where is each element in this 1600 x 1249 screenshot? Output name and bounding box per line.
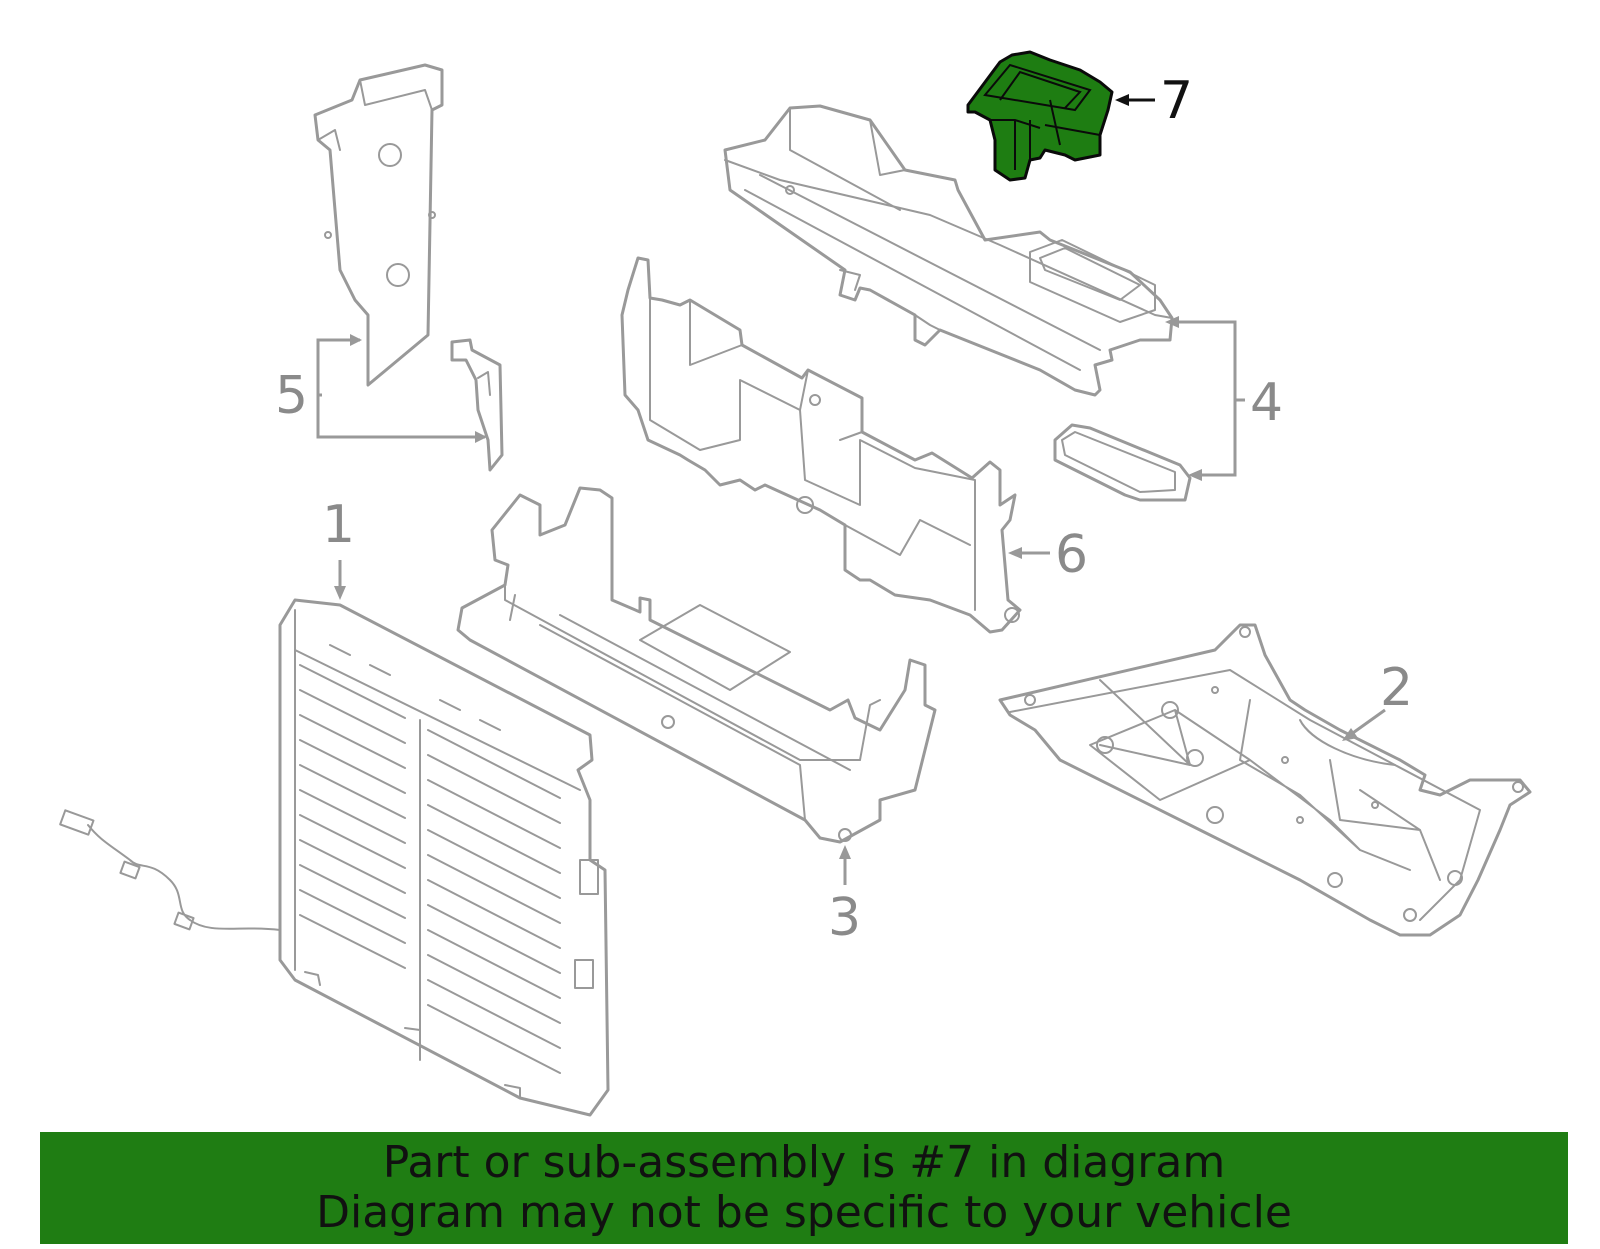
callout-7: 7 bbox=[1115, 71, 1193, 131]
callout-5-label: 5 bbox=[275, 366, 308, 426]
callout-4-label: 4 bbox=[1250, 373, 1283, 433]
part-5-side-panel bbox=[313, 63, 504, 472]
callout-5: 5 bbox=[275, 334, 487, 443]
info-banner: Part or sub-assembly is #7 in diagram Di… bbox=[40, 1132, 1568, 1244]
callout-2: 2 bbox=[1342, 658, 1413, 741]
callout-7-label: 7 bbox=[1160, 71, 1193, 131]
part-7-highlighted-bracket bbox=[966, 50, 1114, 182]
part-6-upper-air-guide bbox=[620, 256, 1022, 634]
part-2-underbody-shield bbox=[998, 623, 1532, 937]
part-4-upper-duct bbox=[723, 104, 1192, 502]
callout-4: 4 bbox=[1165, 316, 1283, 481]
callout-3-label: 3 bbox=[828, 888, 861, 948]
banner-line-part: Part or sub-assembly is #7 in diagram bbox=[382, 1137, 1226, 1188]
callout-1-label: 1 bbox=[322, 495, 355, 555]
part-3-lower-air-guide bbox=[456, 486, 937, 844]
callout-2-label: 2 bbox=[1380, 658, 1413, 718]
callout-6: 6 bbox=[1008, 525, 1088, 585]
callout-6-label: 6 bbox=[1055, 525, 1088, 585]
callout-1: 1 bbox=[322, 495, 355, 600]
callout-3: 3 bbox=[828, 845, 861, 948]
part-1-shutter-frame bbox=[59, 598, 610, 1117]
banner-line-disclaimer: Diagram may not be specific to your vehi… bbox=[316, 1187, 1292, 1238]
